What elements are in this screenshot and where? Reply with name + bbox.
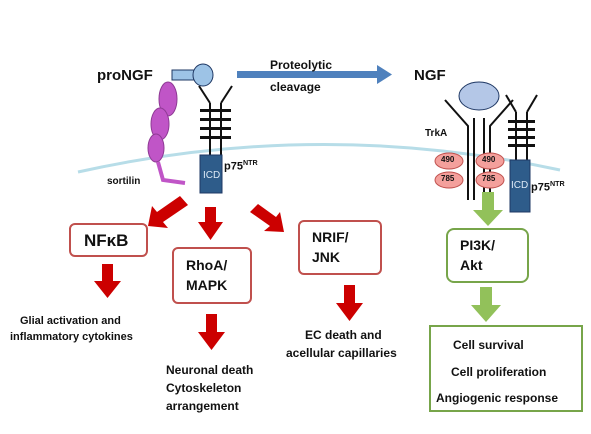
red-arrow-rhoa-to-neuronal <box>198 314 225 350</box>
residue-490-left-text: 490 <box>441 155 455 164</box>
nfkb-box: NFκB <box>69 223 148 257</box>
cell-proliferation-text: Cell proliferation <box>451 365 547 379</box>
ngf-ligand <box>458 81 500 111</box>
red-arrow-to-nfkb <box>148 196 188 228</box>
proteolytic-label-1: Proteolytic <box>270 58 333 72</box>
green-arrow-pi3k-to-survival <box>471 287 501 322</box>
rhoa-mapk-box: RhoA/ MAPK <box>172 247 252 304</box>
pi3k-akt-box: PI3K/ Akt <box>446 228 529 283</box>
red-arrow-to-nrif <box>250 204 284 232</box>
akt-text: Akt <box>460 257 483 273</box>
residue-490-right <box>475 152 505 170</box>
icd-label-right: ICD <box>511 180 529 191</box>
p75ntr-receptor-left <box>198 85 233 194</box>
residue-490-left <box>434 152 464 170</box>
ec-outcome-2: acellular capillaries <box>286 346 397 360</box>
ec-outcome-1: EC death and <box>305 328 382 342</box>
neuronal-outcome-2: Cytoskeleton <box>166 381 242 395</box>
red-arrow-nfkb-to-glial <box>94 264 121 298</box>
cleavage-arrow <box>237 65 392 84</box>
residue-785-right-text: 785 <box>482 174 496 183</box>
cell-survival-text: Cell survival <box>453 338 524 352</box>
residue-785-left <box>434 171 464 189</box>
ngf-label: NGF <box>414 67 446 84</box>
angiogenic-response-text: Angiogenic response <box>436 391 559 405</box>
red-arrow-to-rhoa <box>198 207 223 240</box>
cell-survival-box: Cell survival Cell proliferation Angioge… <box>429 325 583 412</box>
neuronal-outcome-1: Neuronal death <box>166 363 254 377</box>
nfkb-text: NFκB <box>84 231 129 250</box>
rhoa-text: RhoA/ <box>186 257 228 273</box>
sortilin-receptor <box>147 81 186 185</box>
prongf-ligand <box>171 63 214 87</box>
p75ntr-label-right: p75NTR <box>531 180 565 194</box>
proteolytic-label-2: cleavage <box>270 80 321 94</box>
red-arrow-nrif-to-ec <box>336 285 363 321</box>
pi3k-text: PI3K/ <box>460 237 496 253</box>
prongf-label: proNGF <box>97 67 153 84</box>
residue-490-right-text: 490 <box>482 155 496 164</box>
p75ntr-receptor-right <box>505 94 538 213</box>
glial-outcome-2: inflammatory cytokines <box>10 331 133 343</box>
nrif-text: NRIF/ <box>312 229 349 245</box>
trka-label: TrkA <box>425 128 448 139</box>
residue-785-left-text: 785 <box>441 174 455 183</box>
icd-label-left: ICD <box>203 170 221 181</box>
p75ntr-label-left: p75NTR <box>224 159 258 173</box>
neuronal-outcome-3: arrangement <box>166 399 239 413</box>
glial-outcome-1: Glial activation and <box>20 315 121 327</box>
nrif-jnk-box: NRIF/ JNK <box>298 220 382 275</box>
residue-785-right <box>475 171 505 189</box>
sortilin-label: sortilin <box>107 176 141 187</box>
mapk-text: MAPK <box>186 277 228 293</box>
green-arrow-trka-to-pi3k <box>473 192 503 226</box>
jnk-text: JNK <box>312 249 341 265</box>
